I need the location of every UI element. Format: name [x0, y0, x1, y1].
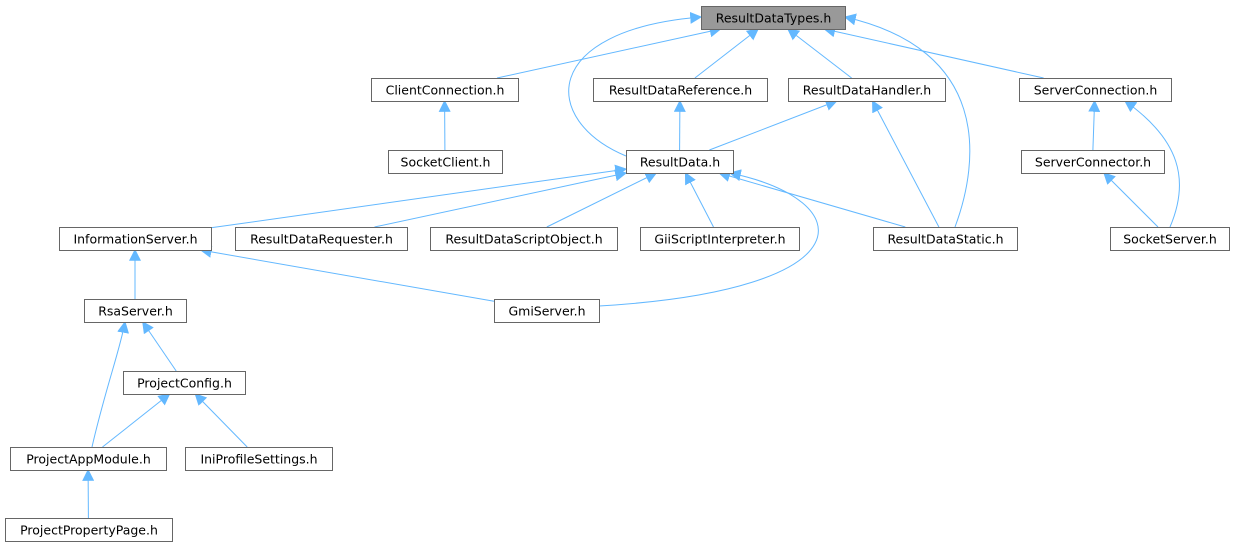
node-label: ProjectAppModule.h	[26, 452, 151, 467]
node-label: ResultDataScriptObject.h	[445, 232, 602, 247]
edge-SocketServer-to-ServerConnector	[1103, 172, 1159, 228]
node-label: ProjectConfig.h	[137, 376, 232, 391]
node-label: ResultData.h	[640, 155, 720, 170]
node-box	[788, 78, 946, 102]
edge-ResultDataStatic-to-ResultDataTypes	[843, 13, 971, 228]
edge-ServerConnector-to-ServerConnection	[1088, 99, 1101, 151]
edge-SocketServer-to-ServerConnection	[1124, 100, 1181, 228]
node-ProjectConfig[interactable]: ProjectConfig.h	[123, 371, 246, 395]
node-ServerConnection[interactable]: ServerConnection.h	[1019, 78, 1172, 102]
node-ResultDataTypes[interactable]: ResultDataTypes.h	[701, 6, 846, 30]
node-ProjectAppModule[interactable]: ProjectAppModule.h	[10, 447, 167, 471]
node-box	[5, 518, 173, 542]
node-label: IniProfileSettings.h	[200, 452, 317, 467]
node-label: ServerConnector.h	[1035, 155, 1151, 170]
node-ResultDataReference[interactable]: ResultDataReference.h	[593, 78, 768, 102]
node-ProjectPropertyPage[interactable]: ProjectPropertyPage.h	[5, 518, 173, 542]
node-box	[626, 150, 734, 174]
node-SocketServer[interactable]: SocketServer.h	[1110, 227, 1230, 251]
edge-ResultData-to-ResultDataHandler	[709, 99, 838, 151]
node-label: InformationServer.h	[73, 232, 197, 247]
node-IniProfileSettings[interactable]: IniProfileSettings.h	[185, 447, 333, 471]
edge-ProjectConfig-to-RsaServer	[142, 321, 177, 372]
node-InformationServer[interactable]: InformationServer.h	[59, 227, 212, 251]
edge-GiiScriptInterpreter-to-ResultData	[684, 171, 714, 228]
edge-ResultDataHandler-to-ResultDataTypes	[786, 28, 852, 79]
node-ResultDataRequester[interactable]: ResultDataRequester.h	[235, 227, 408, 251]
edge-ClientConnection-to-ResultDataTypes	[496, 25, 722, 79]
edge-ProjectAppModule-to-ProjectConfig	[102, 393, 171, 448]
node-label: GmiServer.h	[508, 304, 585, 319]
edge-InformationServer-to-ResultData	[210, 164, 628, 229]
edge-ResultDataStatic-to-ResultDataHandler	[872, 99, 940, 228]
node-label: ResultDataHandler.h	[803, 83, 931, 98]
edge-ResultDataRequester-to-ResultData	[374, 169, 628, 228]
edge-ResultDataStatic-to-ResultData	[718, 170, 906, 228]
node-box	[84, 299, 187, 323]
node-box	[388, 150, 503, 174]
node-box	[59, 227, 212, 251]
node-SocketClient[interactable]: SocketClient.h	[388, 150, 503, 174]
node-ResultDataHandler[interactable]: ResultDataHandler.h	[788, 78, 946, 102]
edge-ResultDataScriptObject-to-ResultData	[546, 172, 658, 228]
node-label: ResultDataStatic.h	[887, 232, 1003, 247]
node-label: ClientConnection.h	[386, 83, 505, 98]
node-label: ResultDataTypes.h	[716, 11, 832, 26]
node-label: GiiScriptInterpreter.h	[654, 232, 785, 247]
node-label: ResultDataRequester.h	[250, 232, 393, 247]
node-RsaServer[interactable]: RsaServer.h	[84, 299, 187, 323]
edge-ResultDataReference-to-ResultDataTypes	[694, 28, 760, 79]
edge-ServerConnection-to-ResultDataTypes	[823, 25, 1044, 79]
node-box	[123, 371, 246, 395]
node-label: SocketClient.h	[401, 155, 491, 170]
node-ServerConnector[interactable]: ServerConnector.h	[1021, 150, 1165, 174]
node-box	[10, 447, 167, 471]
node-box	[1019, 78, 1172, 102]
node-box	[640, 227, 800, 251]
node-box	[1021, 150, 1165, 174]
node-box	[430, 227, 618, 251]
node-box	[1110, 227, 1230, 251]
node-box	[701, 6, 846, 30]
node-label: ResultDataReference.h	[609, 83, 752, 98]
node-box	[494, 299, 600, 323]
node-box	[371, 78, 519, 102]
edge-ResultData-to-ResultDataTypes	[568, 11, 703, 157]
node-box	[873, 227, 1018, 251]
node-ResultData[interactable]: ResultData.h	[626, 150, 734, 174]
edge-ProjectAppModule-to-RsaServer	[91, 320, 130, 448]
edge-GmiServer-to-ResultData	[598, 169, 819, 307]
node-ResultDataScriptObject[interactable]: ResultDataScriptObject.h	[430, 227, 618, 251]
edge-IniProfileSettings-to-ProjectConfig	[194, 393, 248, 448]
node-GiiScriptInterpreter[interactable]: GiiScriptInterpreter.h	[640, 227, 800, 251]
node-ClientConnection[interactable]: ClientConnection.h	[371, 78, 519, 102]
node-label: RsaServer.h	[98, 304, 173, 319]
node-label: ServerConnection.h	[1034, 83, 1158, 98]
node-label: SocketServer.h	[1123, 232, 1217, 247]
node-box	[185, 447, 333, 471]
node-box	[235, 227, 408, 251]
node-GmiServer[interactable]: GmiServer.h	[494, 299, 600, 323]
node-ResultDataStatic[interactable]: ResultDataStatic.h	[873, 227, 1018, 251]
edge-GmiServer-to-InformationServer	[199, 245, 495, 302]
node-box	[593, 78, 768, 102]
node-label: ProjectPropertyPage.h	[20, 523, 158, 538]
